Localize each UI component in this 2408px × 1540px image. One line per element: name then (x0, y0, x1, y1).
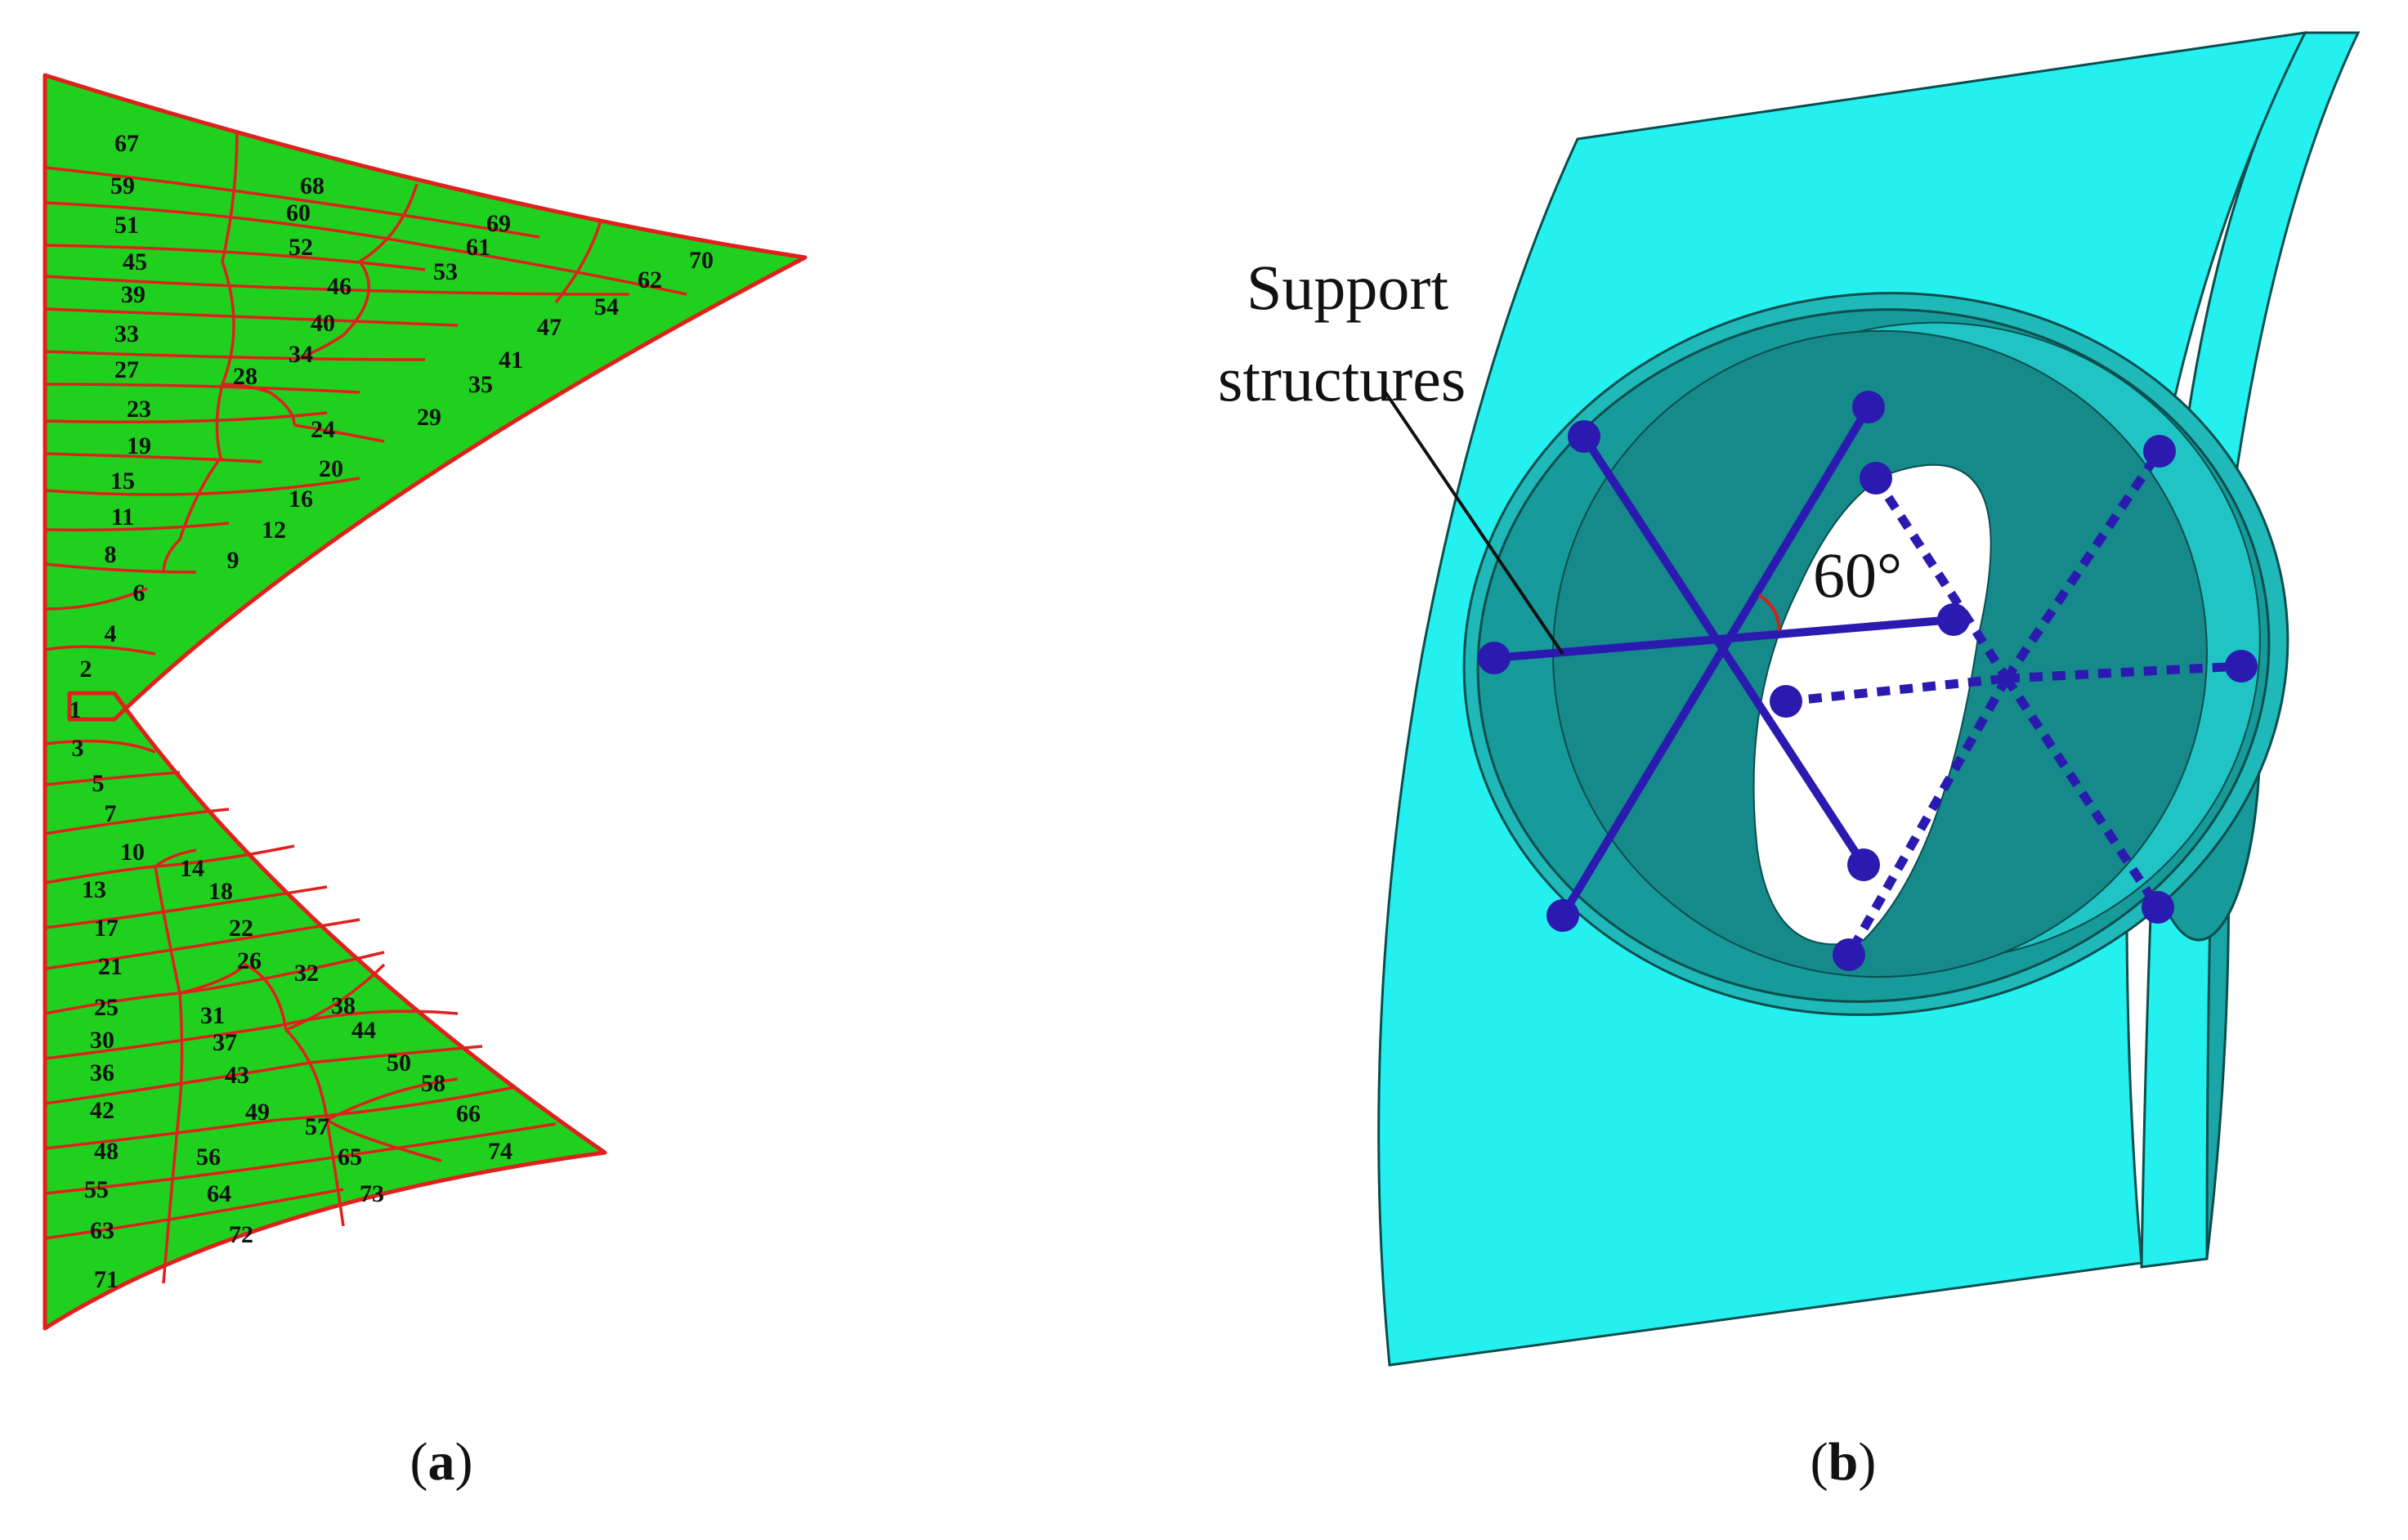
caption-a: (a) (410, 1432, 473, 1492)
element-number-38: 38 (331, 992, 356, 1019)
mesh-element-edges (44, 130, 687, 1284)
element-number-39: 39 (121, 281, 145, 308)
front-strut-nodes (1478, 391, 1970, 932)
rear-strut-nodes (1770, 435, 2258, 971)
element-number-21: 21 (98, 953, 123, 980)
element-number-3: 3 (72, 735, 84, 762)
panel-b-model: 60° Support structures (b) (1218, 31, 2361, 1492)
element-number-65: 65 (338, 1144, 362, 1171)
element-number-15: 15 (110, 468, 135, 495)
element-number-11: 11 (111, 504, 134, 530)
element-number-55: 55 (84, 1176, 109, 1203)
element-number-70: 70 (689, 247, 714, 274)
element-number-23: 23 (127, 396, 151, 423)
label-leader-line (1384, 391, 1564, 656)
element-number-67: 67 (114, 130, 139, 157)
element-number-59: 59 (110, 172, 135, 199)
element-number-44: 44 (351, 1017, 376, 1044)
element-number-53: 53 (433, 258, 458, 285)
element-number-73: 73 (360, 1180, 384, 1207)
angle-arc (1757, 593, 1781, 632)
element-number-10: 10 (120, 839, 145, 866)
element-number-27: 27 (114, 356, 139, 383)
element-number-35: 35 (468, 371, 493, 398)
element-number-61: 61 (466, 234, 490, 261)
element-number-48: 48 (94, 1138, 119, 1165)
element-number-6: 6 (133, 580, 145, 607)
element-number-28: 28 (233, 363, 257, 390)
element-number-62: 62 (638, 266, 662, 293)
element-number-45: 45 (123, 248, 147, 275)
element-number-9: 9 (227, 547, 239, 574)
element-number-33: 33 (114, 320, 139, 347)
element-number-41: 41 (499, 347, 523, 374)
element-number-63: 63 (90, 1217, 114, 1244)
element-number-4: 4 (105, 620, 117, 647)
element-number-31: 31 (200, 1002, 225, 1029)
angle-label: 60° (1813, 539, 1902, 611)
caption-b: (b) (1810, 1432, 1877, 1492)
element-number-56: 56 (196, 1144, 221, 1171)
rear-support-struts (1785, 448, 2242, 957)
flange-right (2140, 31, 2361, 1269)
element-number-72: 72 (229, 1221, 253, 1248)
element-number-57: 57 (305, 1113, 329, 1140)
element-number-34: 34 (289, 341, 313, 368)
element-number-17: 17 (94, 915, 119, 942)
element-number-19: 19 (127, 432, 151, 459)
element-number-26: 26 (237, 947, 262, 974)
element-number-58: 58 (421, 1070, 445, 1097)
element-number-18: 18 (208, 878, 233, 905)
element-number-36: 36 (90, 1059, 114, 1086)
front-support-struts (1493, 405, 1954, 918)
element-number-16: 16 (289, 486, 313, 513)
support-label-line1: Support (1247, 252, 1448, 323)
element-number-25: 25 (94, 994, 119, 1021)
element-number-69: 69 (486, 210, 511, 237)
element-number-42: 42 (90, 1097, 114, 1124)
through-hole (1752, 463, 1992, 946)
support-label-line2: structures (1218, 343, 1466, 414)
element-number-71: 71 (94, 1266, 119, 1293)
element-number-37: 37 (213, 1029, 237, 1056)
element-number-29: 29 (417, 404, 441, 431)
element-number-1: 1 (69, 696, 82, 723)
element-number-54: 54 (594, 293, 619, 320)
element-number-47: 47 (537, 314, 562, 341)
element-number-24: 24 (311, 416, 335, 443)
element-number-74: 74 (488, 1138, 512, 1165)
element-number-60: 60 (286, 199, 311, 226)
element-number-30: 30 (90, 1027, 114, 1054)
element-number-22: 22 (229, 915, 253, 942)
element-number-40: 40 (311, 310, 335, 337)
element-number-66: 66 (456, 1100, 481, 1127)
element-number-46: 46 (327, 273, 351, 300)
element-number-43: 43 (225, 1062, 249, 1089)
element-number-2: 2 (80, 656, 92, 683)
element-number-68: 68 (300, 172, 324, 199)
element-number-5: 5 (92, 770, 105, 797)
element-number-12: 12 (262, 517, 286, 544)
element-number-52: 52 (289, 234, 313, 261)
element-number-20: 20 (319, 455, 343, 482)
element-number-50: 50 (387, 1050, 411, 1077)
element-number-8: 8 (105, 541, 117, 568)
element-number-49: 49 (245, 1099, 270, 1126)
element-number-14: 14 (180, 855, 204, 882)
element-number-32: 32 (294, 960, 319, 987)
element-number-51: 51 (114, 212, 139, 239)
element-number-64: 64 (207, 1180, 231, 1207)
element-number-13: 13 (82, 876, 106, 903)
element-number-7: 7 (105, 800, 117, 827)
